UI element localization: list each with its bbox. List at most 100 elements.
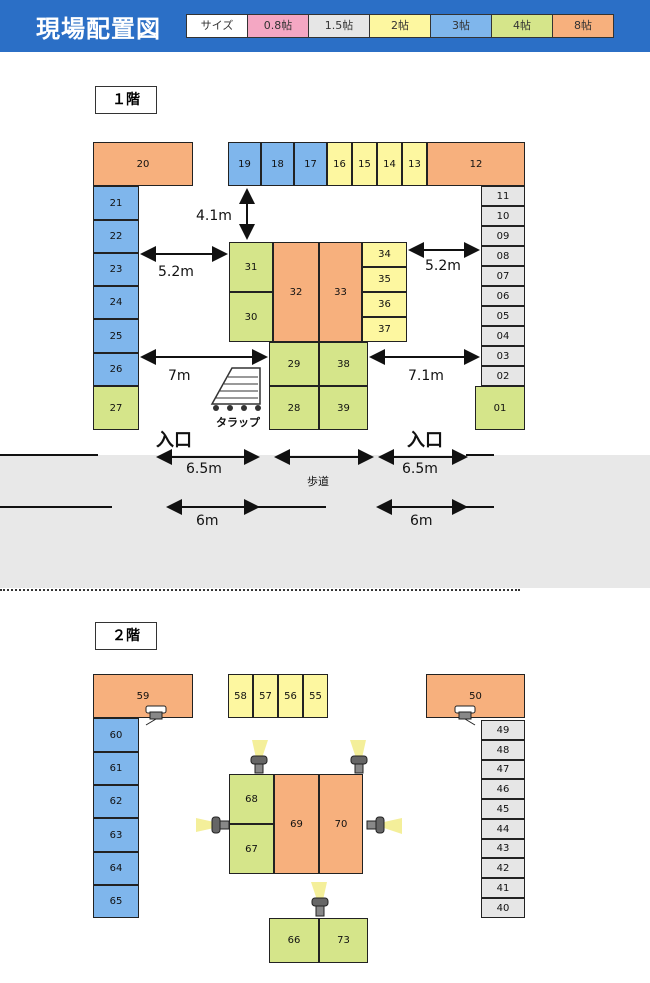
- booth-07[interactable]: 07: [481, 266, 525, 286]
- booth-36[interactable]: 36: [362, 292, 407, 317]
- booth-57[interactable]: 57: [253, 674, 278, 718]
- booth-06[interactable]: 06: [481, 286, 525, 306]
- label-6m-right: 6m: [410, 513, 433, 529]
- label-7.1m: 7.1m: [408, 368, 444, 384]
- label-tarap: タラップ: [216, 416, 260, 429]
- booth-48[interactable]: 48: [481, 740, 525, 760]
- booth-34[interactable]: 34: [362, 242, 407, 267]
- booth-02[interactable]: 02: [481, 366, 525, 386]
- booth-08[interactable]: 08: [481, 246, 525, 266]
- booth-03[interactable]: 03: [481, 346, 525, 366]
- legend-08: 0.8帖: [248, 15, 309, 37]
- lamp-icon: [145, 705, 167, 726]
- booth-64[interactable]: 64: [93, 852, 139, 885]
- booth-33[interactable]: 33: [319, 242, 362, 342]
- booth-37[interactable]: 37: [362, 317, 407, 342]
- booth-41[interactable]: 41: [481, 878, 525, 898]
- booth-67[interactable]: 67: [229, 824, 274, 874]
- booth-38[interactable]: 38: [319, 342, 368, 386]
- sidewalk-area: [0, 455, 650, 588]
- label-6.5m-left: 6.5m: [186, 461, 222, 477]
- booth-45[interactable]: 45: [481, 799, 525, 819]
- booth-11[interactable]: 11: [481, 186, 525, 206]
- booth-47[interactable]: 47: [481, 760, 525, 779]
- label-4.1m: 4.1m: [196, 208, 232, 224]
- legend-size-label: サイズ: [187, 15, 248, 37]
- booth-12[interactable]: 12: [427, 142, 525, 186]
- booth-35[interactable]: 35: [362, 267, 407, 292]
- booth-44[interactable]: 44: [481, 819, 525, 839]
- spotlight-icon: [366, 816, 402, 834]
- booth-05[interactable]: 05: [481, 306, 525, 326]
- legend-15: 1.5帖: [309, 15, 370, 37]
- floor2-label: ２階: [95, 622, 157, 650]
- booth-73[interactable]: 73: [319, 918, 368, 963]
- booth-55[interactable]: 55: [303, 674, 328, 718]
- header-bar: 現場配置図 サイズ 0.8帖 1.5帖 2帖 3帖 4帖 8帖: [0, 0, 650, 52]
- entrance-right: 入口: [407, 430, 443, 451]
- booth-01[interactable]: 01: [475, 386, 525, 430]
- tarap-icon: [210, 367, 261, 411]
- booth-19[interactable]: 19: [228, 142, 261, 186]
- booth-61[interactable]: 61: [93, 752, 139, 785]
- booth-69[interactable]: 69: [274, 774, 319, 874]
- booth-28[interactable]: 28: [269, 386, 319, 430]
- legend-3: 3帖: [431, 15, 492, 37]
- booth-14[interactable]: 14: [377, 142, 402, 186]
- booth-32[interactable]: 32: [273, 242, 319, 342]
- booth-04[interactable]: 04: [481, 326, 525, 346]
- booth-27[interactable]: 27: [93, 386, 139, 430]
- label-5.2m-left: 5.2m: [158, 264, 194, 280]
- booth-66[interactable]: 66: [269, 918, 319, 963]
- booth-39[interactable]: 39: [319, 386, 368, 430]
- legend-2: 2帖: [370, 15, 431, 37]
- booth-21[interactable]: 21: [93, 186, 139, 220]
- booth-65[interactable]: 65: [93, 885, 139, 918]
- booth-63[interactable]: 63: [93, 818, 139, 852]
- booth-68[interactable]: 68: [229, 774, 274, 824]
- booth-10[interactable]: 10: [481, 206, 525, 226]
- label-sidewalk: 歩道: [307, 475, 329, 488]
- booth-17[interactable]: 17: [294, 142, 327, 186]
- booth-40[interactable]: 40: [481, 898, 525, 918]
- booth-59[interactable]: 59: [93, 674, 193, 718]
- lamp-icon: [454, 705, 476, 726]
- booth-18[interactable]: 18: [261, 142, 294, 186]
- size-legend: サイズ 0.8帖 1.5帖 2帖 3帖 4帖 8帖: [186, 14, 614, 38]
- booth-13[interactable]: 13: [402, 142, 427, 186]
- booth-23[interactable]: 23: [93, 253, 139, 286]
- entrance-left: 入口: [156, 430, 192, 451]
- booth-46[interactable]: 46: [481, 779, 525, 799]
- legend-4: 4帖: [492, 15, 553, 37]
- spotlight-icon: [196, 816, 230, 834]
- booth-49[interactable]: 49: [481, 720, 525, 740]
- booth-56[interactable]: 56: [278, 674, 303, 718]
- floor-divider: [0, 589, 520, 591]
- booth-43[interactable]: 43: [481, 839, 525, 858]
- booth-60[interactable]: 60: [93, 718, 139, 752]
- booth-26[interactable]: 26: [93, 353, 139, 386]
- label-6m-left: 6m: [196, 513, 219, 529]
- booth-15[interactable]: 15: [352, 142, 377, 186]
- label-6.5m-right: 6.5m: [402, 461, 438, 477]
- booth-25[interactable]: 25: [93, 319, 139, 353]
- booth-30[interactable]: 30: [229, 292, 273, 342]
- label-5.2m-right: 5.2m: [425, 258, 461, 274]
- booth-29[interactable]: 29: [269, 342, 319, 386]
- booth-62[interactable]: 62: [93, 785, 139, 818]
- legend-8: 8帖: [553, 15, 613, 37]
- page-title: 現場配置図: [36, 15, 161, 43]
- booth-42[interactable]: 42: [481, 858, 525, 878]
- booth-09[interactable]: 09: [481, 226, 525, 246]
- booth-24[interactable]: 24: [93, 286, 139, 319]
- booth-31[interactable]: 31: [229, 242, 273, 292]
- spotlight-icon: [350, 740, 368, 774]
- booth-20[interactable]: 20: [93, 142, 193, 186]
- booth-22[interactable]: 22: [93, 220, 139, 253]
- booth-16[interactable]: 16: [327, 142, 352, 186]
- booth-58[interactable]: 58: [228, 674, 253, 718]
- spotlight-icon: [311, 882, 329, 917]
- floor1-label: １階: [95, 86, 157, 114]
- booth-70[interactable]: 70: [319, 774, 363, 874]
